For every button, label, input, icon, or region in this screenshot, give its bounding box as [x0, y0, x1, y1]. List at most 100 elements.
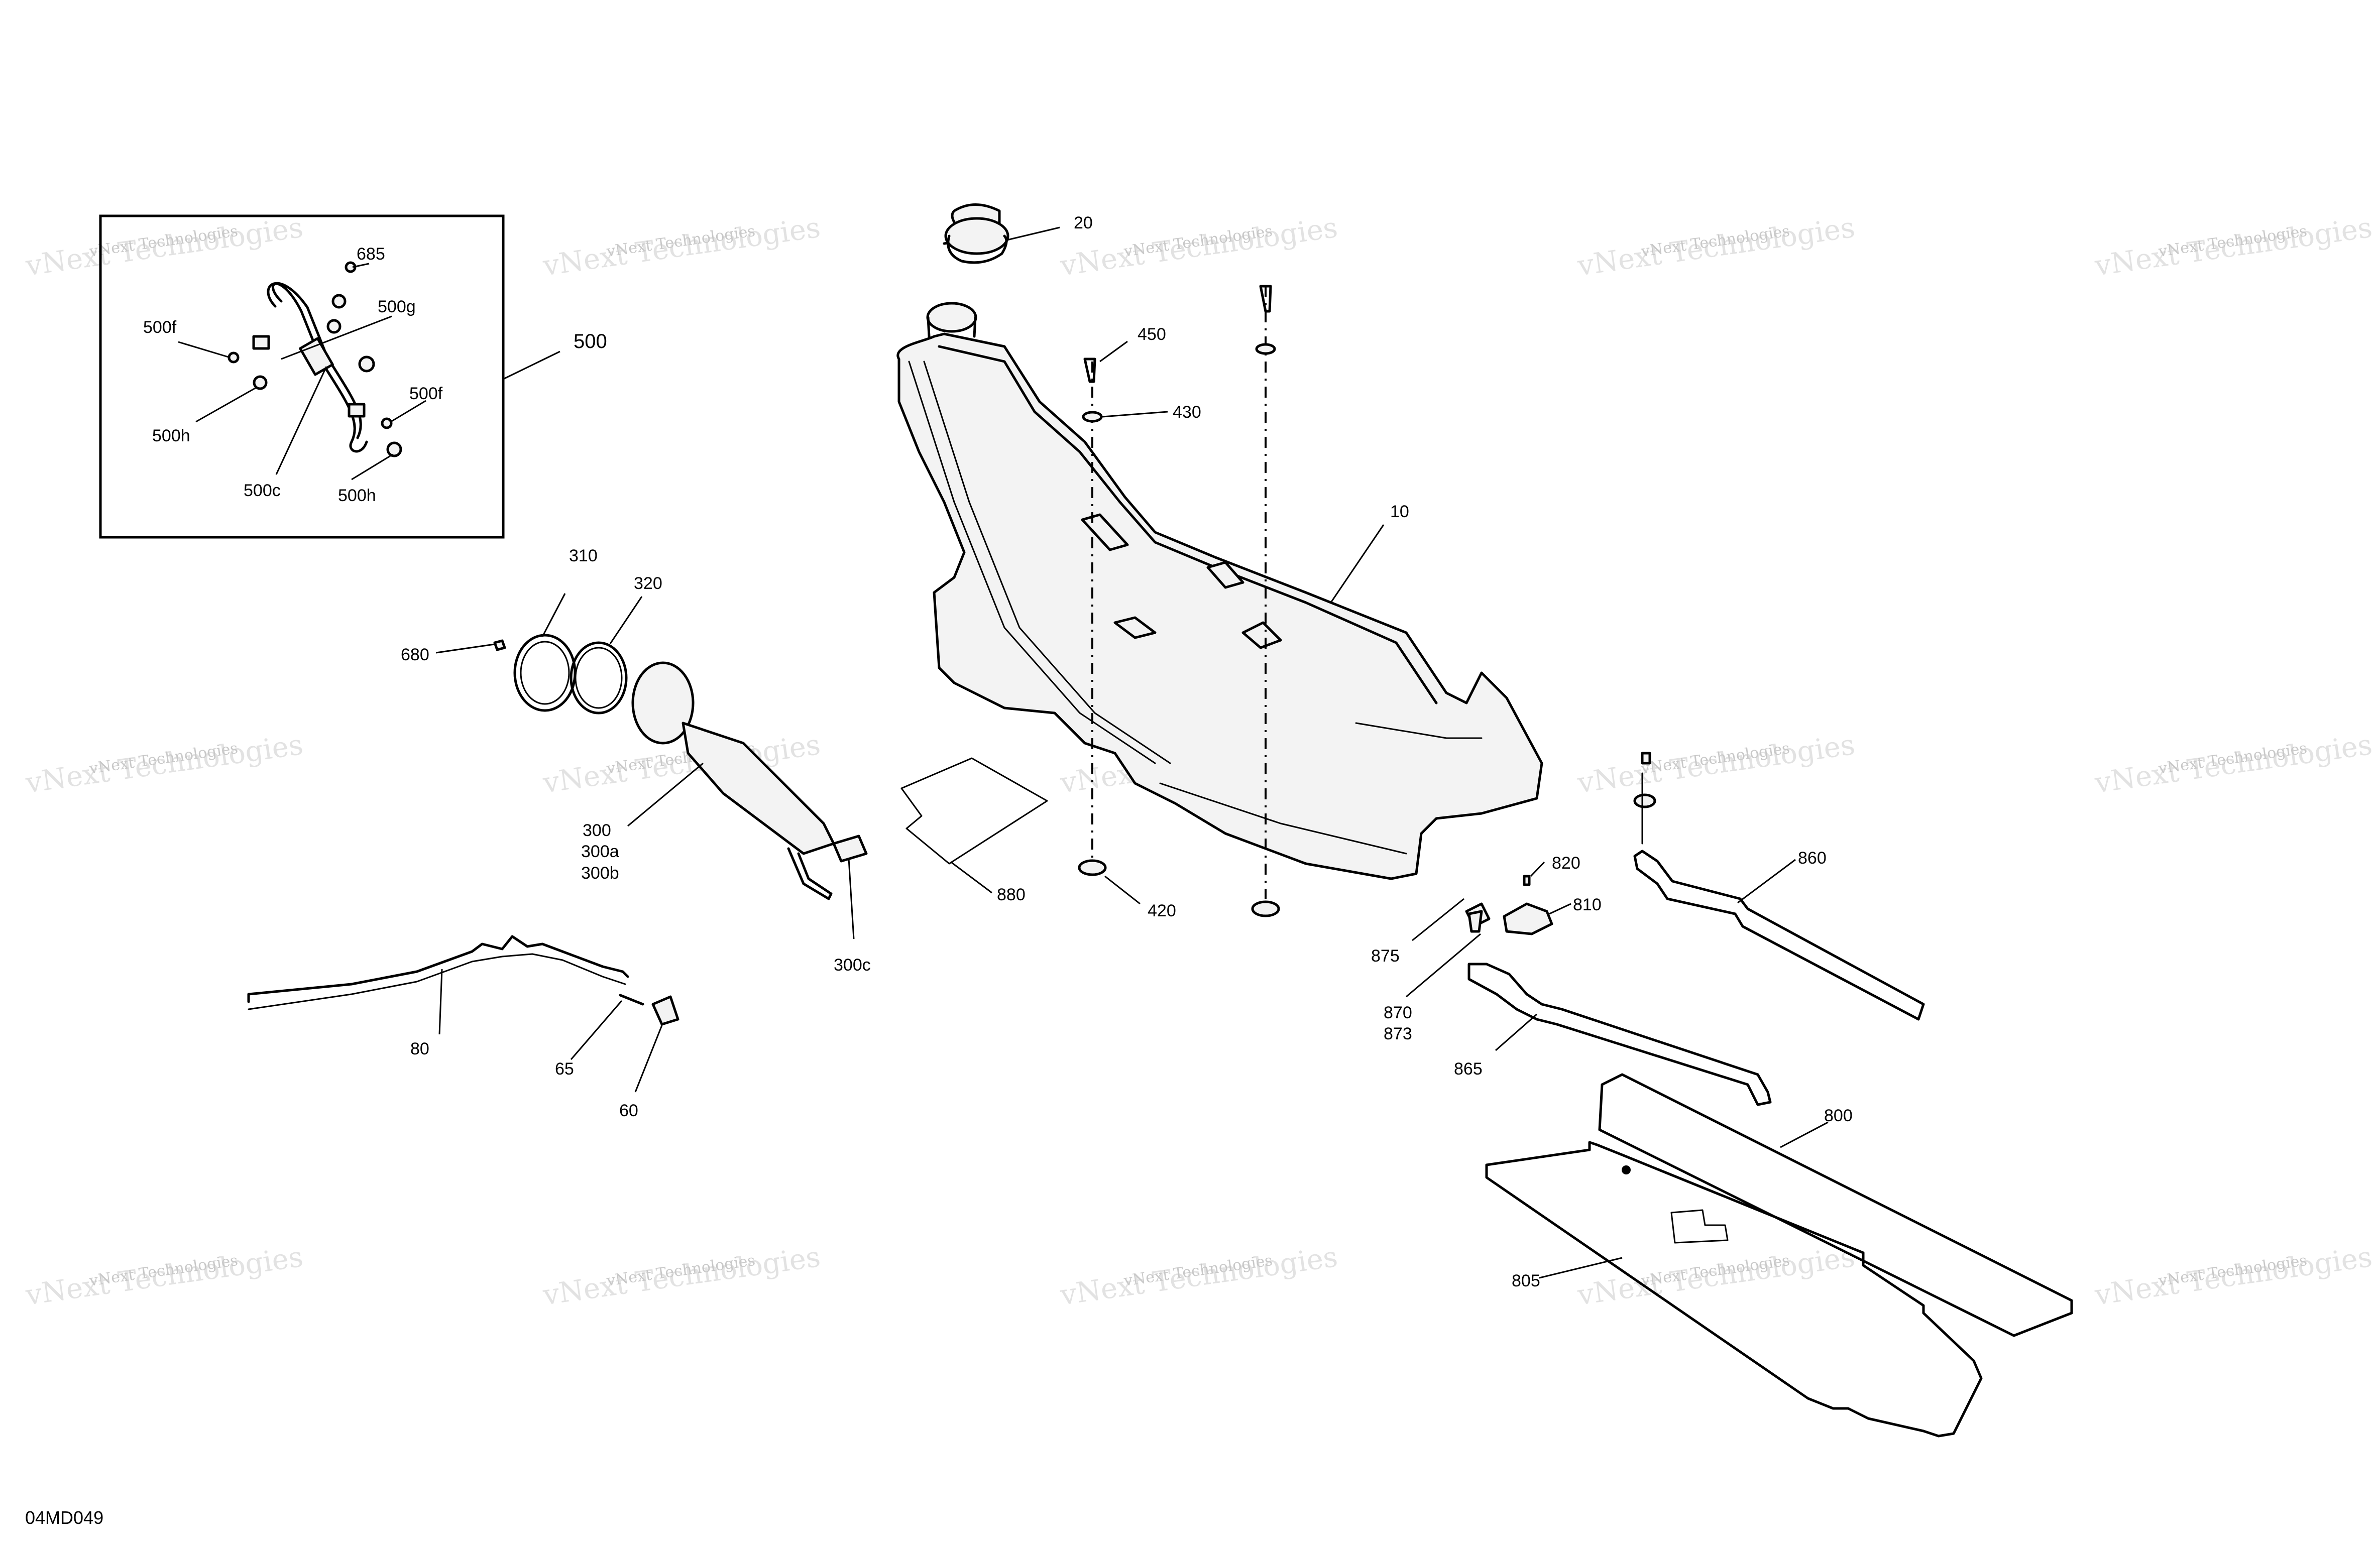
- leader-line: [570, 1000, 623, 1060]
- callout-875: 875: [1371, 946, 1400, 966]
- o-ring: [575, 647, 623, 709]
- leader-line: [609, 596, 643, 644]
- fuel-pump-module: [682, 722, 835, 855]
- callout-20: 20: [1074, 213, 1093, 232]
- panel-cutout: [1670, 1209, 1729, 1244]
- panel-assembly: 800 805: [1485, 1073, 2073, 1438]
- leader-line: [1780, 1121, 1829, 1148]
- fuel-line-assembly: 80 65 60: [247, 935, 679, 1120]
- vent-filter: [299, 337, 334, 376]
- fuel-tank-assembly: 20 450 430 10 420: [896, 203, 1543, 920]
- callout-500f: 500f: [143, 318, 177, 337]
- callout-860: 860: [1798, 849, 1827, 868]
- hose-clamp: [348, 403, 366, 418]
- filler-neck: [926, 302, 977, 333]
- callout-300c: 300c: [834, 956, 871, 975]
- leader-line: [1737, 859, 1796, 904]
- callout-865: 865: [1454, 1059, 1483, 1079]
- leader-line: [1539, 1257, 1623, 1279]
- leader-line: [1099, 340, 1128, 363]
- grommet: [1251, 900, 1280, 917]
- clip: [381, 417, 393, 429]
- callout-10: 10: [1390, 502, 1409, 521]
- fuel-line: [247, 935, 629, 1003]
- callout-873: 873: [1384, 1024, 1412, 1043]
- tank-clip: [1206, 561, 1244, 589]
- tank-clip: [1113, 616, 1157, 639]
- leader-line: [352, 263, 370, 268]
- tank-edge: [908, 361, 1156, 764]
- clip: [228, 351, 240, 364]
- leader-line: [541, 593, 566, 637]
- washer: [1633, 793, 1656, 808]
- fuel-cap: [944, 217, 1009, 255]
- tank-seam: [1159, 782, 1407, 855]
- callout-300: 300: [583, 821, 611, 840]
- callout-430: 430: [1173, 403, 1201, 422]
- bracket-clip: [1503, 902, 1553, 935]
- leader-line: [351, 453, 393, 481]
- callout-80: 80: [410, 1039, 429, 1058]
- quick-connect: [651, 995, 679, 1026]
- fuel-filter-sock: [832, 835, 868, 863]
- leader-line: [951, 862, 992, 894]
- lock-ring: [520, 641, 570, 705]
- callout-805: 805: [1512, 1271, 1540, 1290]
- tank-seam: [1355, 722, 1483, 739]
- callout-500f: 500f: [409, 384, 443, 403]
- tank-ridge: [938, 345, 1438, 704]
- callout-800: 800: [1824, 1106, 1853, 1125]
- leader-line: [195, 387, 257, 423]
- leader-line: [390, 400, 426, 423]
- filler-neck: [927, 316, 977, 338]
- tank-edge: [923, 361, 1171, 764]
- leader-line: [1549, 903, 1571, 915]
- tank-clip: [1241, 621, 1282, 649]
- callout-320: 320: [634, 574, 662, 593]
- pad-880: 880: [900, 757, 1048, 904]
- leader-line: [1412, 898, 1464, 941]
- leader-line: [281, 315, 392, 360]
- leader-line: [634, 1025, 663, 1093]
- insulation-panel-800: [1598, 1073, 2073, 1337]
- leader-line: [438, 969, 443, 1035]
- cap: [386, 441, 402, 457]
- fuel-cap-rim: [947, 234, 1008, 264]
- rail-bracket-865: [1467, 963, 1772, 1106]
- washer: [1082, 411, 1103, 423]
- callout-680: 680: [401, 645, 429, 664]
- hose-fitting: [326, 319, 342, 334]
- leader-line: [1104, 875, 1141, 905]
- callout-820: 820: [1552, 854, 1580, 873]
- callout-685: 685: [357, 245, 385, 264]
- screw: [1641, 752, 1651, 765]
- callout-500h: 500h: [152, 426, 190, 445]
- callout-880: 880: [997, 885, 1026, 904]
- hose-fitting: [331, 294, 347, 309]
- leader-line: [848, 858, 855, 939]
- heat-shield-pad: [900, 757, 1048, 865]
- callout-450: 450: [1138, 325, 1166, 344]
- callout-500g: 500g: [378, 297, 416, 316]
- callout-300a: 300a: [581, 842, 619, 861]
- leader-line: [503, 350, 560, 380]
- leader-line: [275, 366, 327, 475]
- pump-flange: [631, 661, 695, 745]
- screw: [493, 639, 506, 651]
- bolt: [1083, 358, 1096, 383]
- washer: [1255, 343, 1276, 355]
- inset-frame: [99, 214, 505, 539]
- clip: [1467, 910, 1483, 933]
- fuel-tank: [896, 332, 1543, 880]
- leader-line: [1102, 411, 1168, 418]
- grommet: [1078, 859, 1107, 876]
- leader-line: [1330, 524, 1385, 603]
- pump-pickup-tube: [787, 847, 833, 900]
- hose-fitting: [358, 355, 375, 373]
- callout-65: 65: [555, 1059, 574, 1079]
- inset-500: 685 500g 500f 500f 500h 500h 500c 500: [99, 214, 607, 539]
- callout-870: 870: [1384, 1003, 1412, 1022]
- hose-clamp: [252, 335, 270, 350]
- o-ring: [570, 641, 628, 715]
